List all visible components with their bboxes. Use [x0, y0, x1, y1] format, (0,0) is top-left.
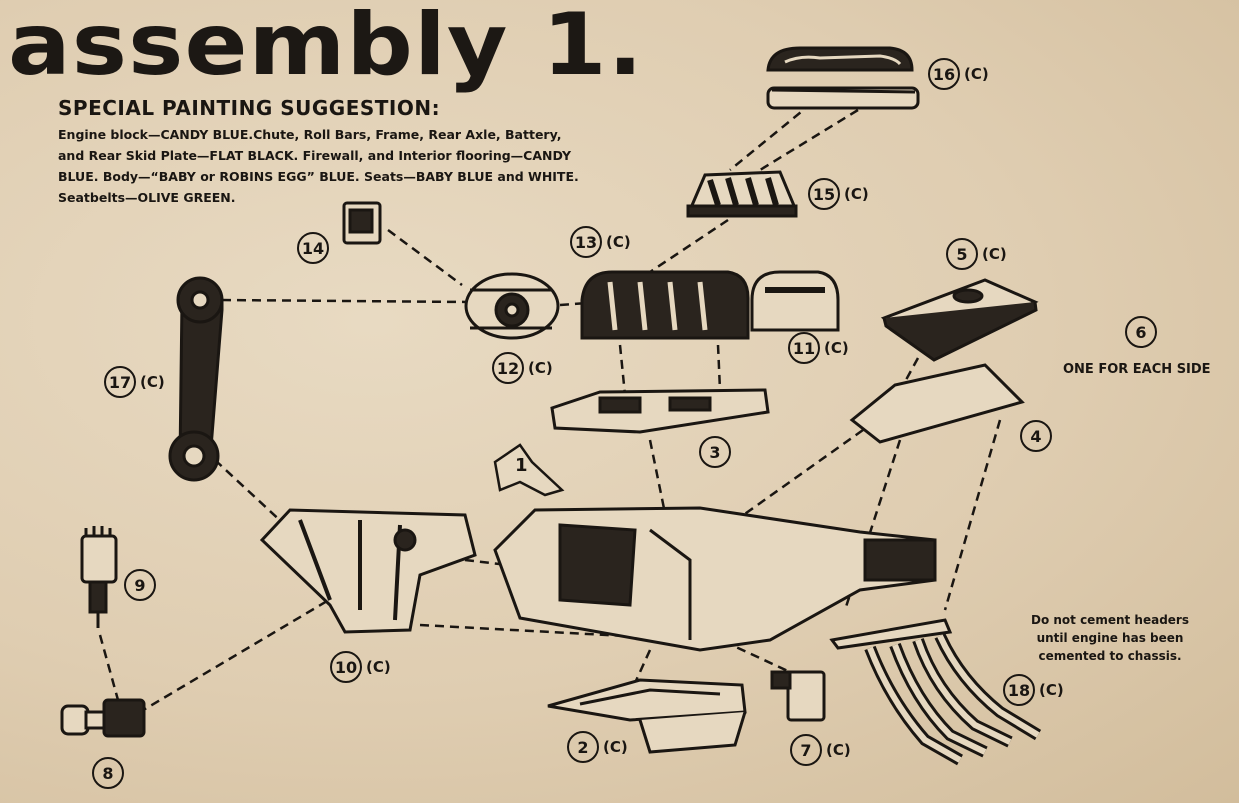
part-5-valve-cover — [880, 278, 1039, 362]
hand-pointer-icon — [493, 443, 565, 497]
page-title: assembly 1. — [8, 0, 645, 95]
callout-code: (C) — [1039, 681, 1064, 699]
part-16-bug-catcher — [766, 46, 920, 110]
part-8-fuel-pump — [60, 698, 146, 738]
callout-part-9: 9 — [124, 569, 160, 601]
callout-code: (C) — [982, 245, 1007, 263]
part-18-exhaust-headers — [829, 618, 1042, 766]
callout-number: 3 — [699, 436, 731, 468]
callout-number: 4 — [1020, 420, 1052, 452]
callout-code: (C) — [528, 359, 553, 377]
callout-number: 18 — [1003, 674, 1035, 706]
callout-code: (C) — [366, 658, 391, 676]
callout-part-11: 11(C) — [788, 332, 849, 364]
callout-number: 16 — [928, 58, 960, 90]
callout-number: 6 — [1125, 316, 1157, 348]
callout-number: 12 — [492, 352, 524, 384]
part-4-firewall-panel — [849, 363, 1025, 444]
callout-part-3: 3 — [699, 436, 735, 468]
headers-note-line: until engine has been — [1036, 631, 1184, 645]
callout-part-18: 18(C) — [1003, 674, 1064, 706]
part-13-supercharger-case — [580, 270, 750, 340]
part-9-distributor — [80, 526, 118, 628]
callout-number: 2 — [567, 731, 599, 763]
chassis-body — [493, 506, 937, 652]
painting-line: BLUE. Body—“BABY or ROBINS EGG” BLUE. Se… — [58, 169, 579, 184]
part-7-oil-filter — [770, 670, 826, 722]
callout-code: (C) — [606, 233, 631, 251]
callout-part-7: 7(C) — [790, 734, 851, 766]
part-17-belt-drive — [168, 276, 224, 482]
callout-code: (C) — [844, 185, 869, 203]
callout-code: (C) — [140, 373, 165, 391]
callout-code: (C) — [826, 741, 851, 759]
painting-line: Seatbelts—OLIVE GREEN. — [58, 190, 236, 205]
callout-part-5: 5(C) — [946, 238, 1007, 270]
callout-number: 17 — [104, 366, 136, 398]
part-10-engine-block — [259, 508, 477, 634]
step-hand-number: 1 — [515, 455, 528, 476]
callout-part-8: 8 — [92, 757, 128, 789]
painting-line: and Rear Skid Plate—FLAT BLACK. Firewall… — [58, 148, 572, 163]
part-12-blower-drive — [464, 272, 560, 340]
callout-part-10: 10(C) — [330, 651, 391, 683]
painting-heading: SPECIAL PAINTING SUGGESTION: — [58, 96, 441, 120]
part-2-oil-pan — [547, 678, 747, 754]
callout-part-12: 12(C) — [492, 352, 553, 384]
callout-number: 7 — [790, 734, 822, 766]
painting-instructions: Engine block—CANDY BLUE.Chute, Roll Bars… — [58, 124, 618, 208]
callout-part-4: 4 — [1020, 420, 1056, 452]
headers-note: Do not cement headers until engine has b… — [1010, 611, 1210, 665]
part-3-intake-manifold — [550, 388, 770, 434]
callout-code: (C) — [824, 339, 849, 357]
one-each-side-note: ONE FOR EACH SIDE — [1063, 362, 1211, 377]
callout-number: 13 — [570, 226, 602, 258]
part-14-belt-tensioner — [342, 201, 382, 245]
callout-part-6: 6 — [1125, 316, 1161, 348]
callout-number: 8 — [92, 757, 124, 789]
callout-part-15: 15(C) — [808, 178, 869, 210]
callout-number: 11 — [788, 332, 820, 364]
callout-number: 10 — [330, 651, 362, 683]
callout-code: (C) — [603, 738, 628, 756]
part-15-injector-stacks — [686, 170, 798, 218]
callout-code: (C) — [964, 65, 989, 83]
callout-number: 9 — [124, 569, 156, 601]
callout-number: 15 — [808, 178, 840, 210]
callout-part-2: 2(C) — [567, 731, 628, 763]
callout-number: 5 — [946, 238, 978, 270]
headers-note-line: Do not cement headers — [1030, 613, 1189, 627]
callout-part-13: 13(C) — [570, 226, 631, 258]
part-11-blower-rear-cover — [750, 270, 840, 332]
callout-part-14: 14 — [297, 232, 333, 264]
callout-number: 14 — [297, 232, 329, 264]
callout-part-16: 16(C) — [928, 58, 989, 90]
headers-note-line: cemented to chassis. — [1038, 649, 1182, 663]
painting-line: Engine block—CANDY BLUE.Chute, Roll Bars… — [58, 127, 562, 142]
callout-part-17: 17(C) — [104, 366, 165, 398]
